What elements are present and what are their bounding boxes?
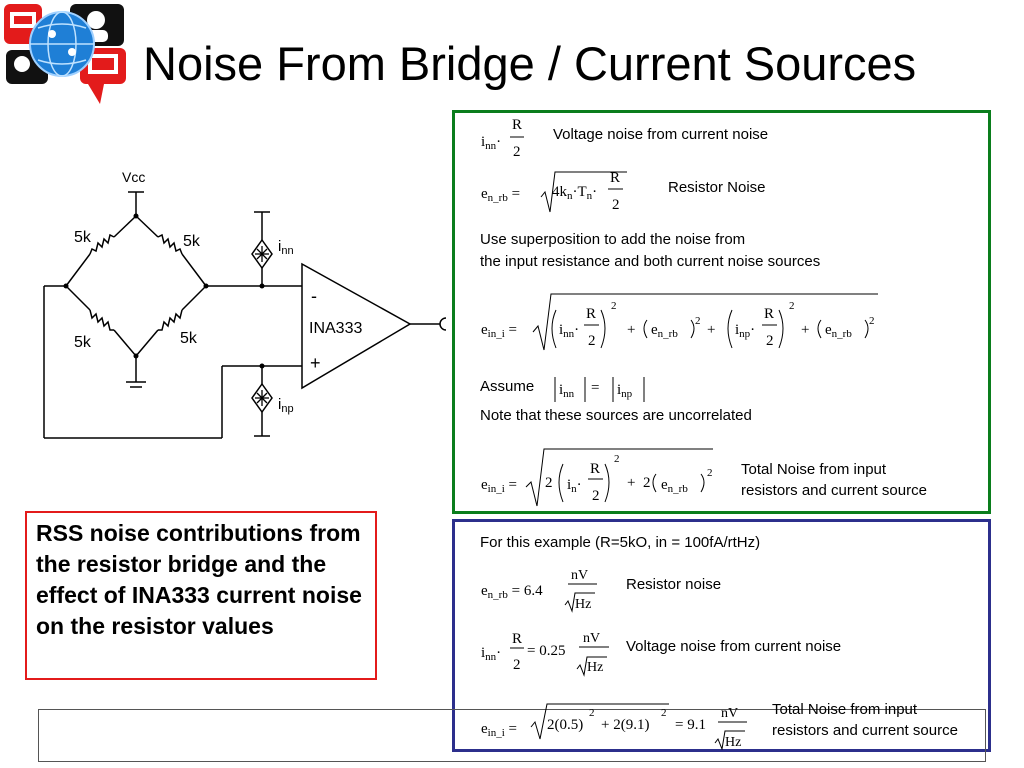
desc-resistor-noise: Resistor Noise [668,179,766,196]
svg-text:= 9.1: = 9.1 [675,717,706,733]
svg-text:+: + [801,322,809,338]
r-top-right-label: 5k [183,233,201,250]
svg-text:nV: nV [571,568,588,583]
bridge-circuit-diagram: Vcc 5k 5k 5k 5k - INA333 + inn inp [43,169,447,439]
page-title: Noise From Bridge / Current Sources [143,37,917,90]
svg-text:en_rb: en_rb [825,322,852,340]
svg-text:inn·: inn· [481,645,501,663]
desc-voltage-noise: Voltage noise from current noise [553,126,769,143]
svg-text:2: 2 [545,475,553,491]
example-total-line2: resistors and current source [772,722,958,739]
vcc-label: Vcc [122,169,145,185]
svg-text:+: + [707,322,715,338]
globe-icon [29,11,95,77]
svg-text:2: 2 [513,144,521,160]
svg-text:inn·: inn· [559,322,579,340]
r-top-left-label: 5k [74,229,92,246]
svg-text:Hz: Hz [725,735,741,750]
svg-text:2: 2 [707,467,713,479]
svg-text:inn: inn [559,382,575,400]
amp-minus-label: - [311,286,317,306]
svg-text:R: R [512,117,522,133]
svg-text:2: 2 [588,333,596,349]
callout-text: RSS noise contributions from the resisto… [36,520,362,639]
svg-text:2: 2 [643,475,651,491]
example-panel [452,519,991,752]
total-noise-line1: Total Noise from input [741,461,887,478]
svg-text:R: R [586,306,596,322]
r-bottom-right-label: 5k [180,330,198,347]
svg-text:+: + [627,475,635,491]
svg-text:2(0.5): 2(0.5) [547,717,583,733]
svg-text:ein_i =: ein_i = [481,477,517,495]
svg-text:2: 2 [869,315,875,327]
svg-text:2: 2 [592,488,600,504]
assume-label: Assume [480,378,535,395]
example-condition: For this example (R=5kO, in = 100fA/rtHz… [480,534,761,551]
svg-text:2: 2 [614,453,620,465]
svg-text:ein_i =: ein_i = [481,322,517,340]
amp-name-label: INA333 [309,320,362,337]
svg-text:R: R [610,170,620,186]
svg-text:R: R [764,306,774,322]
superposition-line1: Use superposition to add the noise from [480,231,746,248]
notes-frame [38,709,986,762]
inn-label: inn [278,238,294,257]
svg-text:nV: nV [583,631,600,646]
total-noise-line2: resistors and current source [741,482,927,499]
svg-text:en_rb: en_rb [651,322,678,340]
svg-text:R: R [512,631,522,647]
svg-text:inn·: inn· [481,134,501,152]
amp-plus-label: + [310,353,321,373]
svg-text:en_rb = 6.4: en_rb = 6.4 [481,583,543,601]
svg-text:inp: inp [617,382,633,400]
svg-text:R: R [590,461,600,477]
svg-text:2: 2 [611,300,617,312]
derivation-panel [452,110,991,514]
example-equations: en_rb = 6.4 nV Hz inn· R 2 = 0.25 nV Hz … [481,568,747,750]
example-voltage-noise: Voltage noise from current noise [626,638,842,655]
inp-label: inp [278,396,294,415]
presentation-logo-icon [4,4,126,104]
superposition-line2: the input resistance and both current no… [480,253,821,270]
uncorrelated-note: Note that these sources are uncorrelated [480,407,752,424]
example-resistor-noise: Resistor noise [626,576,722,593]
svg-text:+ 2(9.1): + 2(9.1) [601,717,649,733]
callout-box [25,511,377,680]
svg-text:+: + [627,322,635,338]
svg-text:4kn·Tn·: 4kn·Tn· [552,184,597,202]
svg-text:en_rb: en_rb [661,477,688,495]
svg-text:Hz: Hz [575,597,591,612]
svg-text:2: 2 [612,197,620,213]
svg-text:2: 2 [589,707,595,719]
svg-text:in·: in· [567,477,582,495]
svg-text:2: 2 [513,657,521,673]
svg-text:nV: nV [721,706,738,721]
svg-text:ein_i =: ein_i = [481,721,517,739]
svg-text:=: = [591,380,599,396]
svg-text:inp·: inp· [735,322,755,340]
svg-text:2: 2 [661,707,667,719]
svg-text:= 0.25: = 0.25 [527,643,565,659]
svg-text:Hz: Hz [587,660,603,675]
svg-text:2: 2 [789,300,795,312]
example-total-line1: Total Noise from input [772,701,918,718]
svg-text:2: 2 [695,315,701,327]
svg-text:en_rb =: en_rb = [481,186,520,204]
derivation-equations: inn· R 2 en_rb = 4kn·Tn· R 2 ein_i = inn… [481,117,878,507]
svg-text:2: 2 [766,333,774,349]
r-bottom-left-label: 5k [74,334,92,351]
